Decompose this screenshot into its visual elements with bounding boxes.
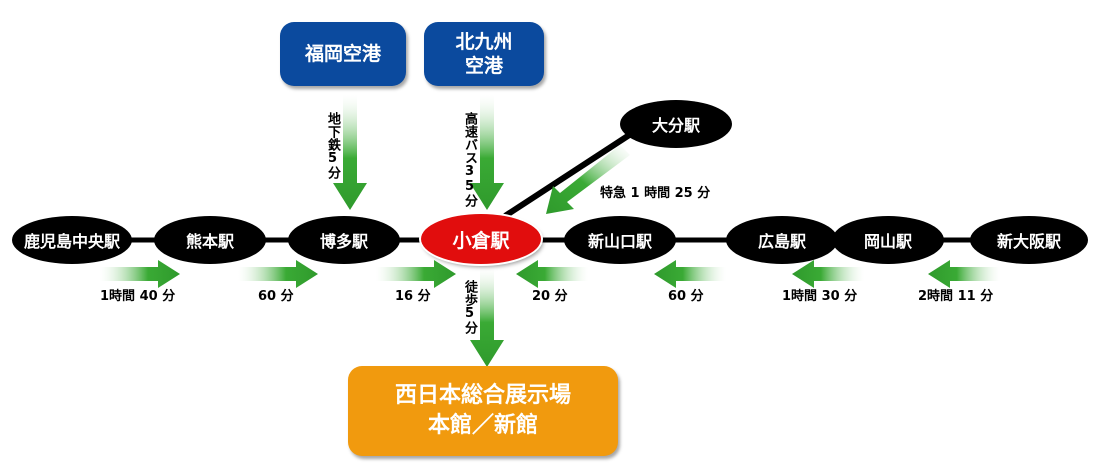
time-oita-kokura: 特急 1 時間 25 分	[600, 186, 711, 201]
venue-arrow	[470, 268, 504, 367]
fukuoka-airport-box: 福岡空港	[280, 22, 406, 86]
arrow-hakata-kokura	[376, 260, 456, 288]
time-kagoshima-kumamoto: 1時間 40 分	[100, 289, 176, 304]
arrow-hiroshima-shinyamaguchi	[654, 260, 726, 288]
fukuoka-airport-access-label: 地下鉄5分	[325, 112, 340, 179]
fukuoka-airport-arrow	[333, 95, 367, 210]
station-kumamoto: 熊本駅	[154, 216, 266, 264]
station-hakata: 博多駅	[288, 216, 400, 264]
arrow-shinosaka-okayama	[928, 260, 1000, 288]
time-kumamoto-hakata: 60 分	[258, 289, 294, 304]
time-okayama-hiroshima: 1時間 30 分	[782, 289, 858, 304]
station-shin-osaka: 新大阪駅	[970, 216, 1088, 264]
oita-arrow	[546, 145, 630, 214]
station-hiroshima: 広島駅	[726, 216, 838, 264]
time-hakata-kokura: 16 分	[395, 289, 431, 304]
station-oita: 大分駅	[620, 100, 732, 148]
station-shinyamaguchi: 新山口駅	[564, 216, 676, 264]
kitakyushu-airport-box: 北九州 空港	[424, 22, 544, 86]
time-shinosaka-okayama: 2時間 11 分	[918, 289, 994, 304]
kitakyushu-airport-access-label: 高速バス35分	[462, 112, 477, 207]
kitakyushu-airport-arrow	[470, 95, 504, 210]
station-kagoshima-chuo: 鹿児島中央駅	[12, 216, 132, 264]
station-kokura: 小倉駅	[421, 214, 541, 264]
arrow-okayama-hiroshima	[792, 260, 864, 288]
walk-access-label: 徒歩5分	[462, 280, 477, 334]
time-hiroshima-shinyamaguchi: 60 分	[668, 289, 704, 304]
station-okayama: 岡山駅	[832, 216, 944, 264]
arrow-shinyamaguchi-kokura	[516, 260, 588, 288]
oita-rail-line	[503, 125, 642, 219]
arrow-kumamoto-hakata	[238, 260, 318, 288]
venue-box: 西日本総合展示場 本館／新館	[348, 366, 618, 456]
arrow-kagoshima-kumamoto	[100, 260, 180, 288]
time-shinyamaguchi-kokura: 20 分	[532, 289, 568, 304]
